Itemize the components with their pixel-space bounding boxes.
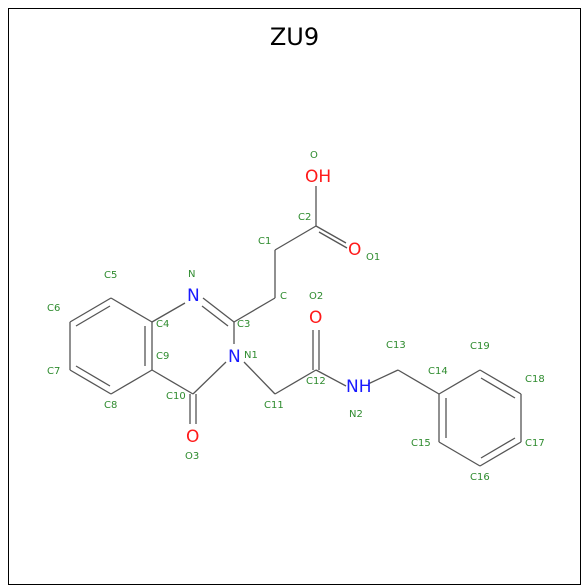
bond-c14-c19 [438, 369, 481, 395]
bond-c2-o1-2 [318, 231, 348, 249]
bond-c8-c9 [110, 369, 153, 395]
atom-symbol-o1: O [348, 240, 361, 260]
bond-c17-c16 [479, 441, 522, 467]
atom-name-c2: C2 [298, 212, 311, 223]
atom-symbol-n1: N [228, 347, 241, 367]
bond-c5-c6 [69, 297, 112, 323]
atom-name-n: N [188, 269, 195, 280]
atom-name-o2: O2 [309, 291, 323, 302]
atom-name-labels: O C2 C1 O1 N C5 C O2 C6 C4 C3 C13 C19 N1… [47, 150, 545, 483]
atom-name-c13: C13 [386, 340, 406, 351]
molecule-title: ZU9 [269, 23, 320, 51]
atom-name-o1: O1 [366, 252, 380, 263]
atom-name-c: C [280, 291, 287, 302]
atom-name-c1: C1 [258, 236, 271, 247]
atom-name-c17: C17 [525, 438, 545, 449]
atom-name-c9: C9 [156, 351, 169, 362]
bond-c19-c18-inner [480, 377, 516, 399]
bond-c1-c2 [274, 225, 317, 251]
atom-name-c4: C4 [156, 319, 169, 330]
atom-symbol-o3: O [186, 427, 199, 447]
atom-symbol-oh: OH [305, 167, 331, 187]
bond-c12-n2 [315, 369, 347, 387]
bond-c16-c15 [438, 441, 481, 467]
atom-name-c12: C12 [306, 376, 326, 387]
bond-c19-c18 [479, 369, 522, 395]
bond-c7-c8-inner [75, 365, 111, 387]
bond-n-c3 [202, 297, 235, 323]
bond-c10-c9 [151, 369, 194, 395]
bond-c7-c8 [69, 369, 112, 395]
bond-c13-c14 [397, 369, 440, 395]
atom-name-n1: N1 [244, 350, 258, 361]
bond-n1-c10 [192, 361, 227, 395]
atom-name-c16: C16 [470, 472, 490, 483]
bond-c4-n [151, 302, 186, 323]
bonds [69, 186, 522, 467]
atom-symbol-n: N [187, 286, 200, 306]
bond-n2-c13 [367, 369, 399, 385]
bond-c3-c [233, 297, 276, 323]
bond-c4-c5 [110, 297, 153, 323]
bond-c5-c6-inner [75, 305, 111, 327]
atom-symbol-o2: O [309, 308, 322, 328]
atom-name-c8: C8 [104, 400, 117, 411]
bond-n-c3-inner [201, 305, 229, 327]
bond-n1-c11 [243, 361, 276, 395]
bond-c2-o1 [315, 225, 347, 244]
atom-name-c15: C15 [411, 438, 431, 449]
atom-name-c5: C5 [104, 270, 117, 281]
atom-name-o: O [310, 150, 318, 161]
atom-symbols: N N O O OH O NH [186, 167, 372, 447]
atom-name-o3: O3 [185, 451, 199, 462]
atom-name-c6: C6 [47, 303, 60, 314]
atom-name-c18: C18 [525, 374, 545, 385]
atom-name-c19: C19 [470, 341, 490, 352]
atom-name-c7: C7 [47, 366, 60, 377]
atom-name-c10: C10 [166, 391, 186, 402]
bond-c17-c16-inner [480, 437, 516, 459]
atom-name-n2: N2 [349, 409, 363, 420]
bond-c11-c12 [274, 369, 317, 395]
atom-name-c3: C3 [237, 319, 250, 330]
atom-symbol-nh: NH [346, 377, 372, 397]
diagram-frame: ZU9 [8, 8, 581, 585]
atom-name-c11: C11 [264, 400, 284, 411]
atom-name-c14: C14 [428, 366, 448, 377]
